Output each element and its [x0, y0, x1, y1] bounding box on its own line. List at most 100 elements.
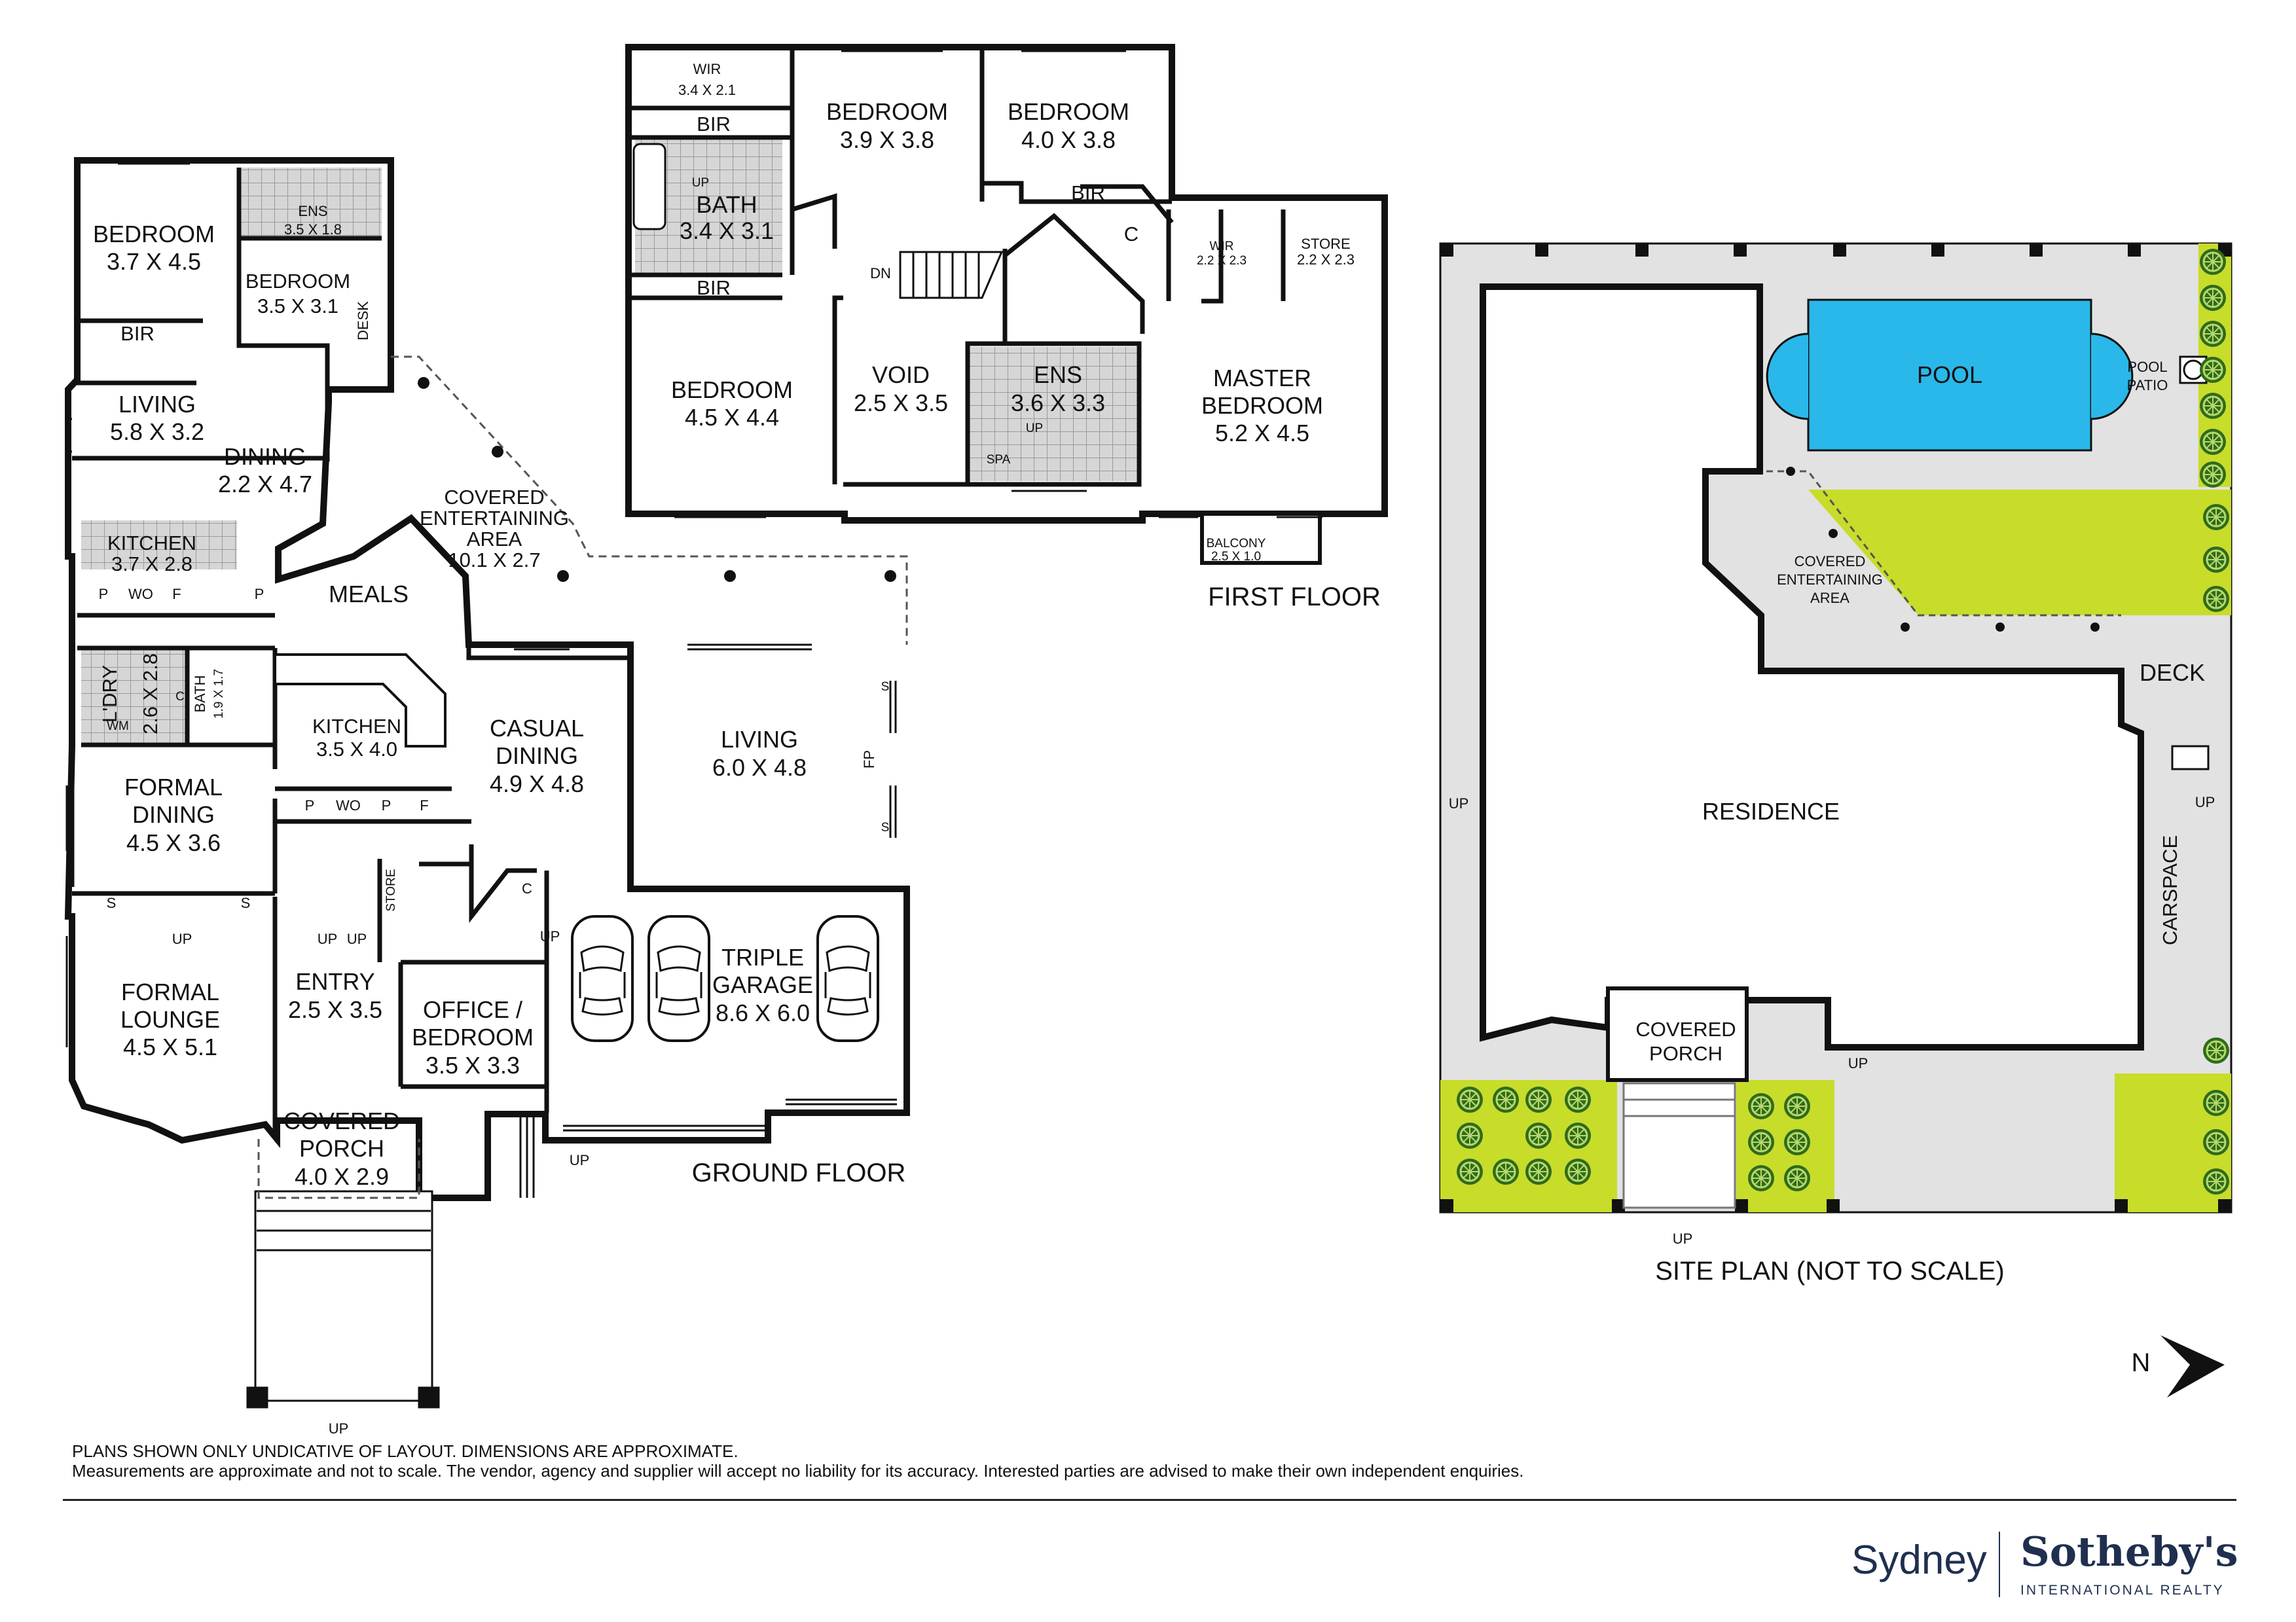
room-size: 3.9 X 3.8 [840, 126, 934, 153]
room-label: DINING [496, 742, 578, 769]
brand-city: Sydney [1851, 1538, 1987, 1583]
washing-machine-label: WM [107, 719, 129, 733]
up-label: UP [540, 928, 560, 945]
room-label: LIVING [721, 726, 798, 753]
room-size: 3.5 X 3.1 [257, 295, 338, 317]
cupboard-label: C [522, 880, 532, 897]
laundry-tiles [81, 647, 187, 745]
room-size: 2.5 X 3.5 [288, 996, 382, 1023]
pantry-label: P [99, 586, 109, 602]
up-label: UP [692, 176, 709, 190]
pantry-label: P [305, 797, 315, 814]
room-label: BATH [696, 191, 757, 218]
room-label: BEDROOM [93, 221, 215, 247]
ens-tiles [239, 168, 382, 238]
window-s-label: S [881, 821, 890, 835]
room-size: 3.5 X 3.3 [426, 1052, 520, 1079]
room-label: WIR [693, 61, 721, 77]
brand-subtitle: INTERNATIONAL REALTY [2020, 1583, 2225, 1598]
covered-entertaining-label: ENTERTAINING [1777, 571, 1883, 588]
site-plan-title: SITE PLAN (NOT TO SCALE) [1655, 1257, 2004, 1286]
car-icon [647, 915, 710, 1042]
site-porch-label: COVERED [1635, 1018, 1736, 1041]
room-size: 8.6 X 6.0 [716, 1000, 810, 1026]
room-size: 4.5 X 4.4 [685, 404, 779, 431]
room-label: DINING [132, 801, 215, 828]
room-label: BEDROOM [412, 1024, 534, 1051]
first-floor-title: FIRST FLOOR [1208, 583, 1381, 611]
room-size: 6.0 X 4.8 [712, 754, 807, 781]
desk-label: DESK [355, 301, 371, 340]
room-label: BEDROOM [1201, 392, 1323, 419]
window-s-label: S [241, 895, 251, 911]
walk-in-label: WO [128, 586, 153, 602]
north-arrow: N [2132, 1335, 2225, 1397]
room-size: 2.2 X 4.7 [218, 471, 312, 497]
site-front-steps [1622, 1082, 1736, 1209]
carspace-label: CARSPACE [2159, 835, 2181, 945]
up-label: UP [2195, 794, 2215, 810]
fireplace-label: FP [861, 750, 877, 768]
site-plan: POOL POOL PATIO COVERED ENTERTAINING ARE… [1439, 242, 2232, 1286]
kitchen-island [274, 653, 446, 748]
bir-label: BIR [697, 113, 731, 135]
down-label: DN [870, 265, 891, 281]
up-label: UP [1673, 1231, 1693, 1247]
room-label: BEDROOM [1008, 98, 1129, 125]
room-size: 4.5 X 5.1 [123, 1034, 217, 1060]
pantry-label: P [382, 797, 392, 814]
room-size: 3.5 X 4.0 [316, 738, 397, 761]
footer-divider [63, 1499, 2236, 1501]
covered-entertaining-label: AREA [1810, 590, 1850, 606]
room-label: AREA [467, 528, 522, 550]
room-label: STORE [1301, 236, 1350, 252]
room-label: GARAGE [712, 971, 813, 998]
room-label: BATH [192, 675, 208, 712]
site-covered-porch [1606, 986, 1749, 1082]
room-size: 4.5 X 3.6 [126, 829, 221, 856]
ground-floor-internal-walls [69, 168, 633, 1139]
room-label: LOUNGE [120, 1006, 220, 1033]
site-boundary-posts [1440, 243, 2231, 1212]
room-label: LIVING [118, 391, 196, 418]
room-label: ENTERTAINING [420, 507, 569, 530]
up-label: UP [329, 1420, 349, 1437]
porch-steps [246, 1190, 440, 1409]
room-size: 3.4 X 3.1 [680, 217, 774, 244]
window-s-label: S [107, 895, 117, 911]
room-label: PORCH [299, 1135, 384, 1162]
first-floor-internal-walls [629, 47, 1286, 487]
up-label: UP [172, 931, 192, 947]
ground-floor-windows [65, 158, 897, 1132]
room-label: COVERED [283, 1108, 400, 1134]
first-floor-windows [674, 45, 1322, 518]
balcony [1200, 512, 1322, 565]
car-icon [816, 915, 879, 1042]
ensuite-tiles [968, 347, 1139, 481]
site-porch-label: PORCH [1649, 1042, 1722, 1065]
covered-porch-outline [257, 1139, 420, 1199]
pool [1766, 298, 2208, 452]
store-label: STORE [384, 869, 398, 911]
staircase [899, 251, 1004, 299]
room-size: 3.5 X 1.8 [284, 221, 342, 238]
room-label: BEDROOM [826, 98, 948, 125]
room-label: TRIPLE [721, 944, 804, 971]
up-label: UP [570, 1152, 590, 1168]
room-size: 3.6 X 3.3 [1011, 389, 1105, 416]
room-size: 2.2 X 2.3 [1197, 254, 1247, 268]
ground-floor-title: GROUND FLOOR [692, 1159, 906, 1187]
up-label: UP [347, 931, 367, 947]
north-arrow-icon [2160, 1335, 2225, 1397]
room-label: MASTER [1213, 365, 1311, 391]
cupboard-label: C [1124, 223, 1139, 245]
pool-patio-label: PATIO [2127, 377, 2168, 393]
room-size: 4.0 X 2.9 [295, 1163, 389, 1190]
spa-label: SPA [987, 453, 1011, 467]
rear-lawn [1808, 490, 2231, 615]
first-floor-plan: WIR 3.4 X 2.1 BIR BEDROOM 3.9 X 3.8 BEDR… [625, 44, 1388, 611]
bir-label: BIR [120, 322, 155, 345]
covered-entertaining-outline [1766, 470, 2121, 617]
car-icon [571, 915, 634, 1042]
disclaimer-heading: PLANS SHOWN ONLY UNDICATIVE OF LAYOUT. D… [72, 1441, 738, 1461]
